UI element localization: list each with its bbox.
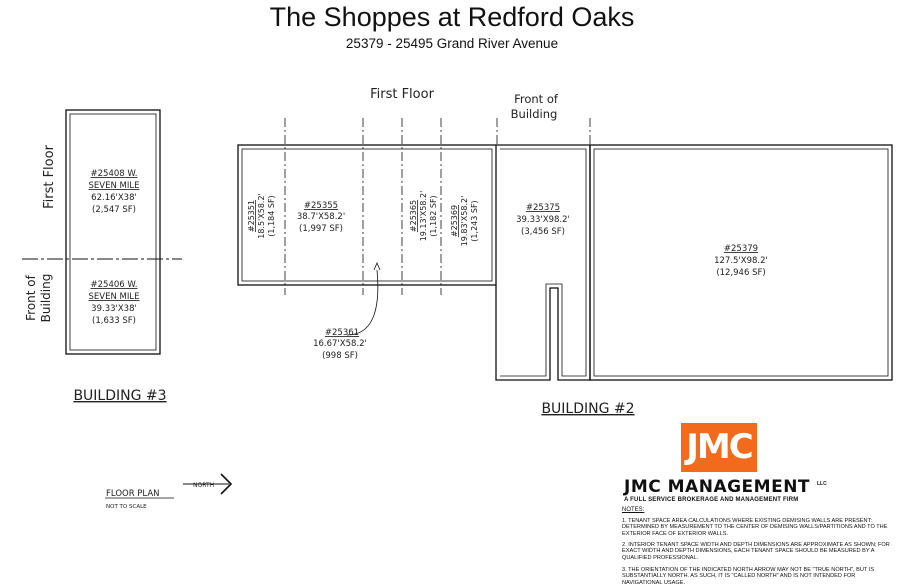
jmc-logo xyxy=(681,423,757,472)
unit-25408-dimensions: 62.16'X38' xyxy=(91,193,137,203)
front-of-building-side-label: Front of xyxy=(24,274,38,321)
unit-25406-area: (1,633 SF) xyxy=(92,316,136,326)
unit-25365-dimensions: 19.13'X58.2' xyxy=(419,191,428,242)
unit-25355-area: (1,997 SF) xyxy=(299,224,343,234)
page-title: The Shoppes at Redford Oaks xyxy=(269,2,635,32)
building3-outline xyxy=(65,109,161,355)
strip-outline xyxy=(237,144,497,286)
unit-25365-area: (1,182 SF) xyxy=(429,195,438,236)
leader-line-25361 xyxy=(346,269,379,336)
unit-25406-street: SEVEN MILE xyxy=(89,292,140,302)
note-2: 2. Interior tenant space width and depth… xyxy=(622,542,890,561)
unit-25355-dimensions: 38.7'X58.2' xyxy=(297,212,345,222)
jmc-logo-mark: JMC xyxy=(686,427,753,467)
unit-25408-number: #25408 W. xyxy=(91,169,138,179)
first-floor-label: First Floor xyxy=(370,87,434,102)
building3-label: BUILDING #3 xyxy=(73,388,166,404)
unit-25379-area: (12,946 SF) xyxy=(716,268,765,278)
unit-25406-number: #25406 W. xyxy=(91,280,138,290)
unit-25361-number: #25361 xyxy=(325,328,359,338)
front-of-building-label: Building xyxy=(511,107,558,121)
unit-25375-outline xyxy=(495,144,591,381)
unit-25408-street: SEVEN MILE xyxy=(89,181,140,191)
brand-tagline: A FULL SERVICE BROKERAGE AND MANAGEMENT … xyxy=(624,497,799,503)
unit-25369-dimensions: 19.83'X58.2' xyxy=(460,196,469,247)
unit-25408-area: (2,547 SF) xyxy=(92,205,136,215)
unit-25351-area: (1,184 SF) xyxy=(267,195,276,236)
unit-25375-number: #25375 xyxy=(526,203,560,213)
unit-25375-dimensions: 39.33'X98.2' xyxy=(516,215,570,225)
unit-25365-number: #25365 xyxy=(409,200,418,232)
front-of-building-label: Front of xyxy=(514,92,559,106)
unit-25361-area: (998 SF) xyxy=(322,351,358,361)
strip-inner-wall xyxy=(241,148,493,282)
unit-25369-area: (1,243 SF) xyxy=(470,200,479,241)
first-floor-side-label: First Floor xyxy=(42,144,57,208)
building3-inner-wall xyxy=(69,113,157,351)
not-to-scale-label: NOT TO SCALE xyxy=(106,504,147,510)
note-1: 1. Tenant space area calculations where … xyxy=(622,518,888,537)
unit-25369-number: #25369 xyxy=(450,205,459,237)
unit-25375-inner-wall xyxy=(500,148,587,377)
unit-25379-dimensions: 127.5'X98.2' xyxy=(714,256,768,266)
floor-plan-label: FLOOR PLAN xyxy=(106,489,160,499)
note-3: 3. The orientation of the indicated nort… xyxy=(622,567,875,586)
leader-arrow-25361 xyxy=(373,261,381,271)
north-label: NORTH xyxy=(193,482,214,489)
unit-25351-dimensions: 18.5'X58.2' xyxy=(257,193,266,239)
unit-25379-inner-wall xyxy=(593,148,889,377)
unit-25351-number: #25351 xyxy=(247,200,256,232)
unit-25361-dimensions: 16.67'X58.2' xyxy=(313,339,367,349)
front-of-building-side-label: Building xyxy=(39,274,53,323)
unit-25379-number: #25379 xyxy=(724,244,758,254)
brand-name: JMC MANAGEMENT xyxy=(624,477,811,497)
building2-label: BUILDING #2 xyxy=(541,401,634,417)
unit-25355-number: #25355 xyxy=(304,201,338,211)
unit-25379-outline xyxy=(589,144,893,381)
page-subtitle: 25379 - 25495 Grand River Avenue xyxy=(345,36,559,51)
unit-25375-area: (3,456 SF) xyxy=(521,227,565,237)
notes-heading: NOTES: xyxy=(622,507,645,513)
brand-llc: LLC xyxy=(817,481,827,487)
unit-25406-dimensions: 39.33'X38' xyxy=(91,304,137,314)
north-arrow-icon xyxy=(220,473,233,495)
